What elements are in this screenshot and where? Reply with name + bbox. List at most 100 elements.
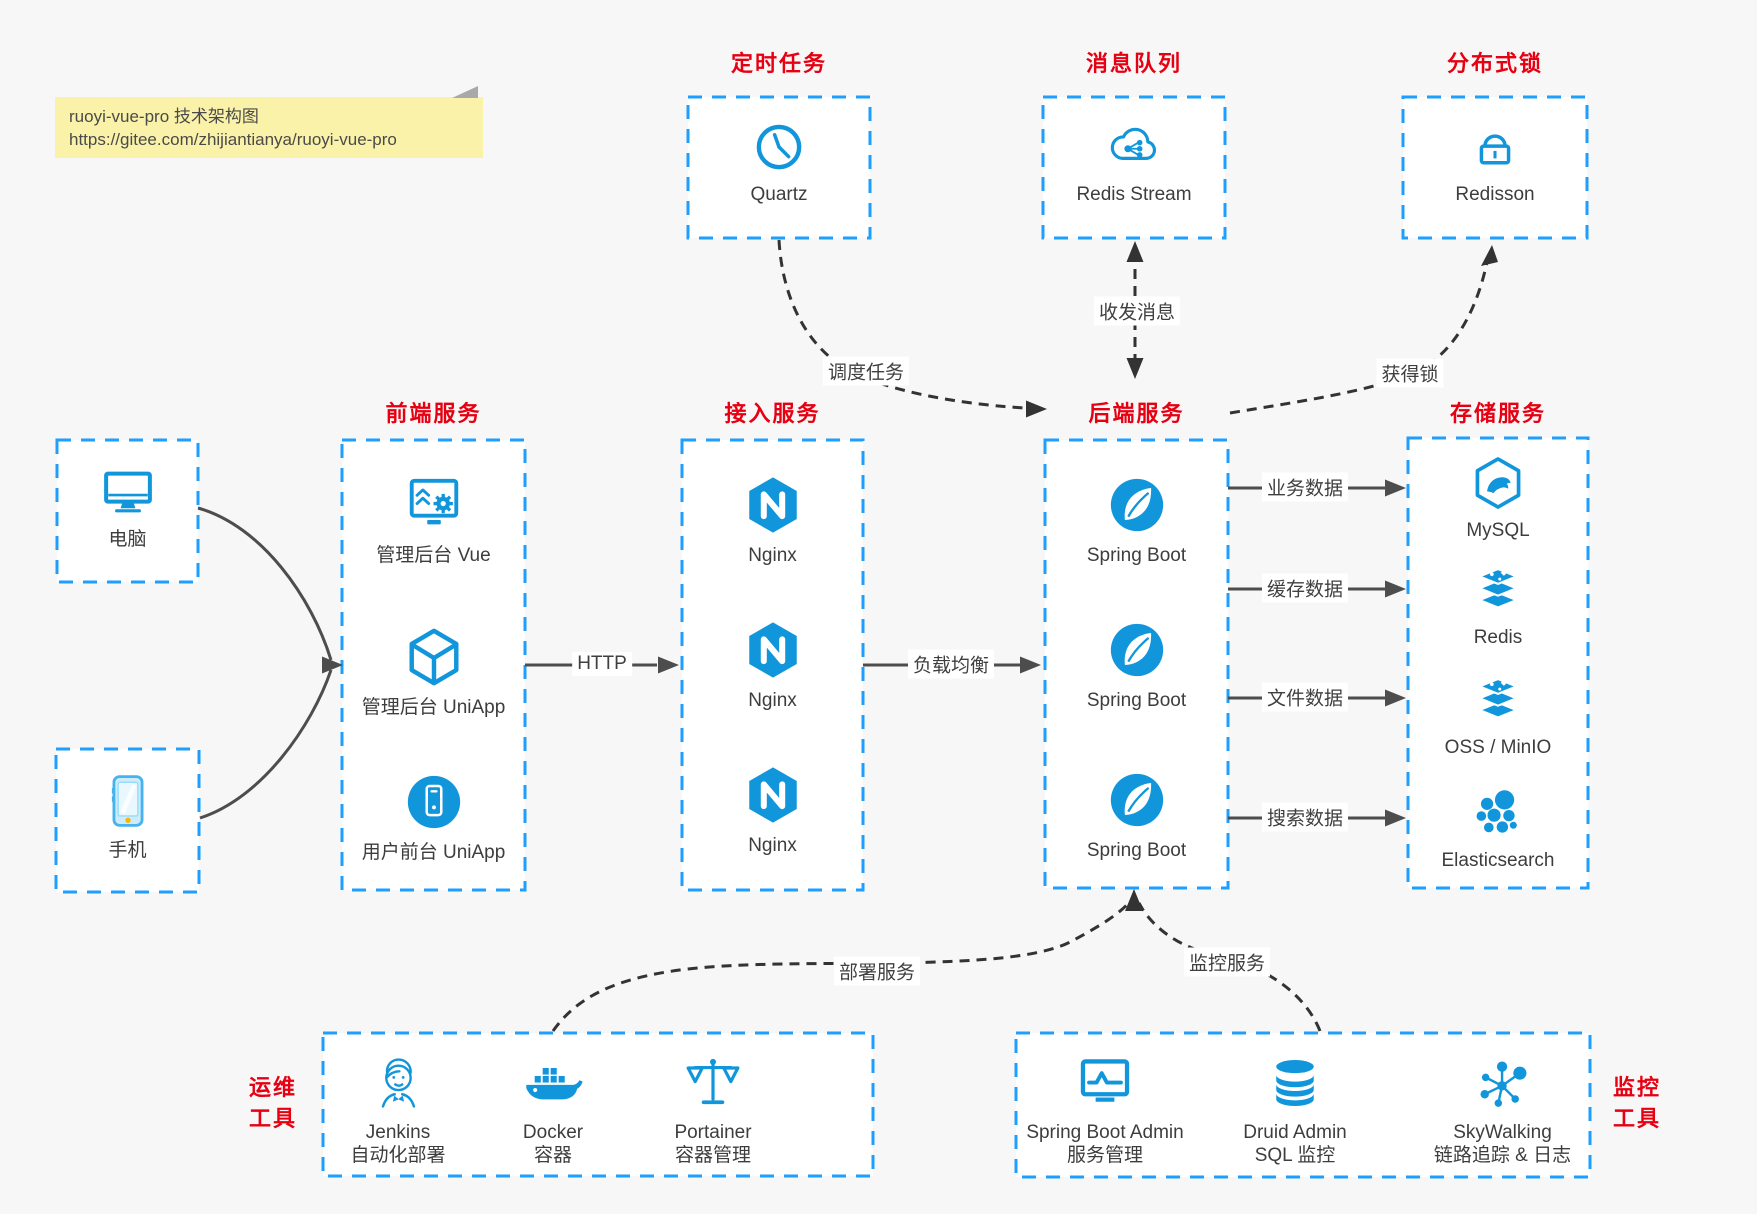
node-admin-uniapp: 管理后台 UniApp <box>342 626 525 719</box>
lock-icon <box>1467 119 1523 175</box>
node-spring-boot-admin: Spring Boot Admin 服务管理 <box>1000 1053 1210 1167</box>
node-title: Jenkins <box>365 1122 431 1143</box>
node-jenkins: Jenkins 自动化部署 <box>318 1053 478 1167</box>
docker-icon <box>523 1053 583 1113</box>
dashed-arrowheads <box>1026 241 1498 911</box>
node-title: Docker <box>522 1122 584 1143</box>
arrow-deploy <box>551 900 1132 1032</box>
node-label: Spring Boot <box>1086 690 1187 711</box>
admin-vue-icon <box>403 474 465 536</box>
cloud-mq-icon <box>1106 119 1162 175</box>
storage-group-title: 存储服务 <box>1449 401 1546 426</box>
edge-label-messages: 收发消息 <box>1093 296 1181 326</box>
node-title: Druid Admin <box>1243 1122 1347 1143</box>
desktop-icon <box>100 464 156 520</box>
gateway-group-title: 接入服务 <box>724 401 821 426</box>
node-skywalking: SkyWalking 链路追踪 & 日志 <box>1390 1053 1615 1167</box>
node-label: Nginx <box>748 690 797 711</box>
arrow-mobile-to-frontend <box>199 669 333 820</box>
edge-label-file-data: 文件数据 <box>1261 682 1349 712</box>
edge-label-cache-data: 缓存数据 <box>1261 573 1349 603</box>
node-quartz: Quartz <box>688 119 870 206</box>
node-label: Redis <box>1473 627 1523 648</box>
node-elasticsearch: Elasticsearch <box>1408 785 1588 872</box>
node-label: 电脑 <box>108 529 147 550</box>
node-label: 用户前台 UniApp <box>361 842 506 863</box>
user-app-icon <box>403 771 465 833</box>
node-label: Spring Boot <box>1086 545 1187 566</box>
node-title: Portainer <box>674 1122 752 1143</box>
nginx-icon <box>742 764 804 826</box>
ops-group-title: 运维 工具 <box>248 1075 297 1131</box>
lock-group-title: 分布式锁 <box>1446 51 1543 76</box>
scheduler-group-title: 定时任务 <box>730 51 827 76</box>
druid-icon <box>1265 1053 1325 1113</box>
node-label: Redis Stream <box>1076 184 1192 205</box>
spring-icon <box>1106 619 1168 681</box>
edge-label-acquire-lock: 获得锁 <box>1376 358 1444 388</box>
node-user-uniapp: 用户前台 UniApp <box>342 771 525 864</box>
edge-label-schedule: 调度任务 <box>822 356 910 386</box>
elasticsearch-icon <box>1470 785 1526 841</box>
arrow-pc-to-frontend <box>197 506 333 661</box>
node-portainer: Portainer 容器管理 <box>633 1053 793 1167</box>
node-subtitle: 自动化部署 <box>350 1145 446 1166</box>
node-redisson: Redisson <box>1403 119 1587 206</box>
spring-icon <box>1106 474 1168 536</box>
nginx-icon <box>742 619 804 681</box>
edge-label-deploy: 部署服务 <box>833 956 921 986</box>
note-fold-corner <box>452 86 478 98</box>
node-nginx-3: Nginx <box>682 764 863 857</box>
node-title: SkyWalking <box>1453 1122 1552 1143</box>
node-spring-boot-2: Spring Boot <box>1045 619 1228 712</box>
edge-label-load-balance: 负载均衡 <box>907 649 995 679</box>
note-url: https://gitee.com/zhijiantianya/ruoyi-vu… <box>69 130 397 149</box>
node-subtitle: 链路追踪 & 日志 <box>1433 1145 1572 1166</box>
node-docker: Docker 容器 <box>473 1053 633 1167</box>
ops-group-box <box>321 1031 875 1178</box>
portainer-icon <box>683 1053 743 1113</box>
redis-stack-icon <box>1470 562 1526 618</box>
node-label: Spring Boot <box>1086 840 1187 861</box>
smartphone-icon <box>98 771 158 831</box>
jenkins-icon <box>368 1053 428 1113</box>
node-label: Redisson <box>1455 184 1535 205</box>
node-mysql: MySQL <box>1408 455 1588 542</box>
edge-label-business-data: 业务数据 <box>1261 472 1349 502</box>
node-label: 管理后台 Vue <box>376 545 491 566</box>
node-subtitle: 容器管理 <box>674 1145 751 1166</box>
edge-label-monitor: 监控服务 <box>1183 947 1271 977</box>
solid-arrowheads <box>322 479 1406 827</box>
node-oss-minio: OSS / MinIO <box>1408 672 1588 759</box>
lock-group-box <box>1401 95 1589 240</box>
nginx-icon <box>742 474 804 536</box>
mq-group-box <box>1041 95 1227 240</box>
uniapp-cube-icon <box>403 626 465 688</box>
mq-group-title: 消息队列 <box>1085 51 1182 76</box>
sticky-note: ruoyi-vue-pro 技术架构图 https://gitee.com/zh… <box>55 86 483 158</box>
node-pc: 电脑 <box>57 464 198 551</box>
node-nginx-1: Nginx <box>682 474 863 567</box>
node-label: Elasticsearch <box>1441 850 1555 871</box>
clock-icon <box>751 119 807 175</box>
mysql-icon <box>1470 455 1526 511</box>
node-label: OSS / MinIO <box>1444 737 1552 758</box>
note-title: ruoyi-vue-pro 技术架构图 <box>69 107 259 126</box>
node-subtitle: SQL 监控 <box>1254 1145 1336 1166</box>
node-label: Quartz <box>750 184 808 205</box>
boot-admin-icon <box>1075 1053 1135 1113</box>
node-subtitle: 服务管理 <box>1066 1145 1143 1166</box>
node-label: Nginx <box>748 545 797 566</box>
spring-icon <box>1106 769 1168 831</box>
redis-stack-icon <box>1470 672 1526 728</box>
node-subtitle: 容器 <box>533 1145 572 1166</box>
node-nginx-2: Nginx <box>682 619 863 712</box>
node-mobile: 手机 <box>56 771 199 862</box>
arrow-acquire-lock <box>1229 261 1489 415</box>
node-admin-vue: 管理后台 Vue <box>342 474 525 567</box>
monitoring-group-title: 监控 工具 <box>1612 1075 1661 1131</box>
node-label: MySQL <box>1466 520 1530 541</box>
node-druid-admin: Druid Admin SQL 监控 <box>1195 1053 1395 1167</box>
node-title: Spring Boot Admin <box>1026 1122 1184 1143</box>
